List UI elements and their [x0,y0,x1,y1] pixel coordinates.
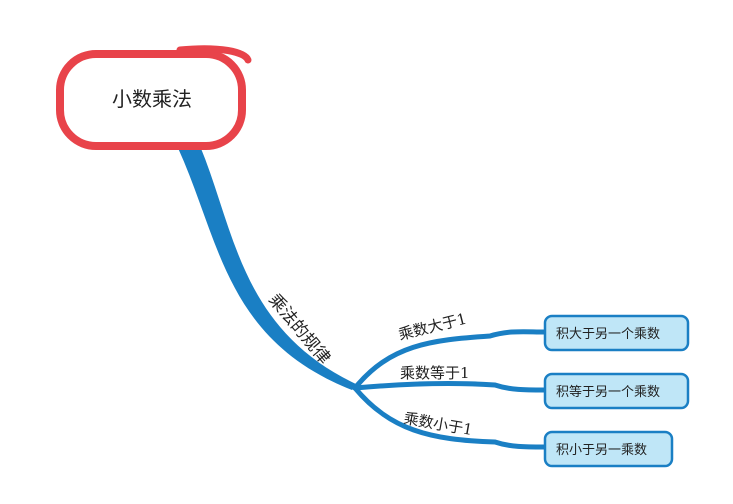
branch-line-3 [352,385,548,450]
result-node-3[interactable]: 积小于另一乘数 [543,430,674,468]
result-label-1: 积大于另一个乘数 [556,327,660,342]
branch-line-1 [352,329,548,391]
child-label-2: 乘数等于1 [400,364,470,382]
main-branch-line [178,146,358,390]
result-label-3: 积小于另一乘数 [556,443,647,458]
result-label-2: 积等于另一个乘数 [556,384,660,400]
result-node-1[interactable]: 积大于另一个乘数 [543,314,690,352]
branch-line-2 [352,381,548,393]
root-label: 小数乘法 [112,87,192,111]
root-node[interactable]: 小数乘法 [56,45,252,150]
result-node-2[interactable]: 积等于另一个乘数 [543,372,690,410]
